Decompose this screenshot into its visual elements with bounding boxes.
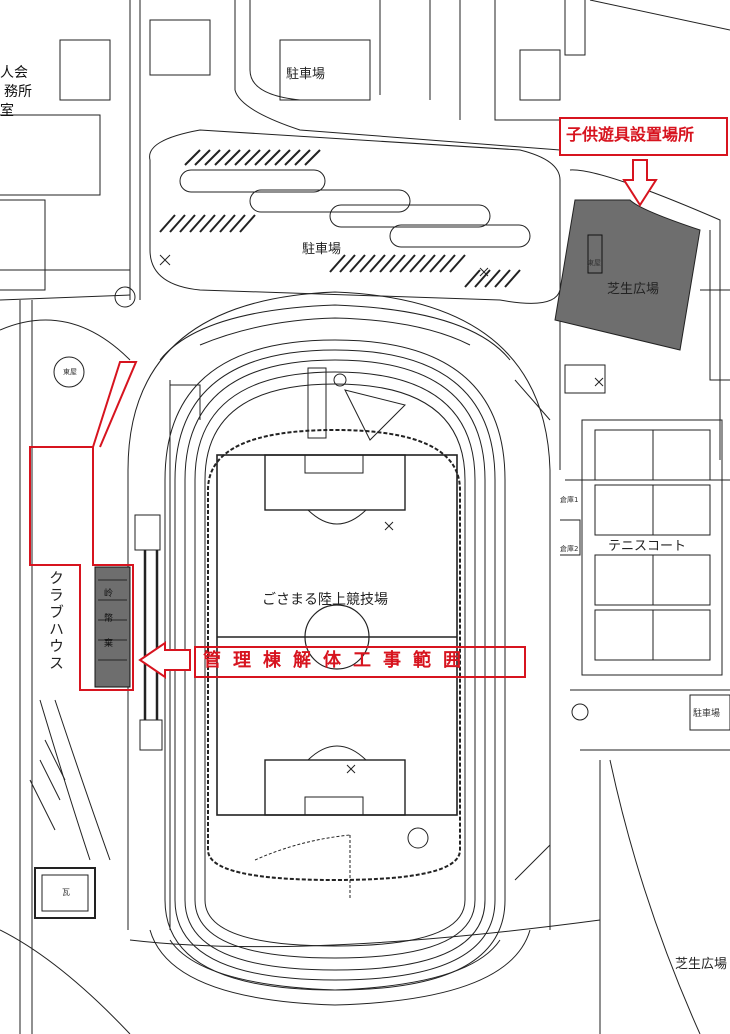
shiba-label-top: 芝生広場 xyxy=(607,282,660,297)
parking-label-top: 駐車場 xyxy=(286,67,326,82)
fragment-kai: 人会 xyxy=(0,65,28,81)
parking-label-right: 駐車場 xyxy=(693,709,721,719)
fragment-shitsu: 室 xyxy=(0,103,14,119)
fragment-jimusho: 務所 xyxy=(4,84,32,100)
stadium-label: ごさまる陸上競技場 xyxy=(262,592,388,608)
parking-label-center: 駐車場 xyxy=(302,242,342,257)
demolition-range-label: 管理棟解体工事範囲 xyxy=(203,650,473,671)
tennis-court-label: テニスコート xyxy=(608,539,687,554)
outline-arrow-left-icon xyxy=(138,641,191,679)
outline-arrow-down-icon xyxy=(622,159,658,207)
building-label-2: 幣 xyxy=(104,614,114,624)
clubhouse-label: クラブハウス xyxy=(47,570,65,672)
shiba-label-bottom: 芝生広場 xyxy=(675,957,728,972)
storage2-label: 倉庫2 xyxy=(560,545,579,553)
building-label-1: 岭 xyxy=(104,589,114,599)
playground-place-label: 子供遊具設置場所 xyxy=(566,125,695,144)
azumaya-label-right: 東屋 xyxy=(587,259,601,267)
building-label-3: 棄 xyxy=(104,639,114,649)
kawara-label: 瓦 xyxy=(62,888,70,897)
storage1-label: 倉庫1 xyxy=(560,496,579,504)
azumaya-label-left: 東屋 xyxy=(63,368,77,376)
